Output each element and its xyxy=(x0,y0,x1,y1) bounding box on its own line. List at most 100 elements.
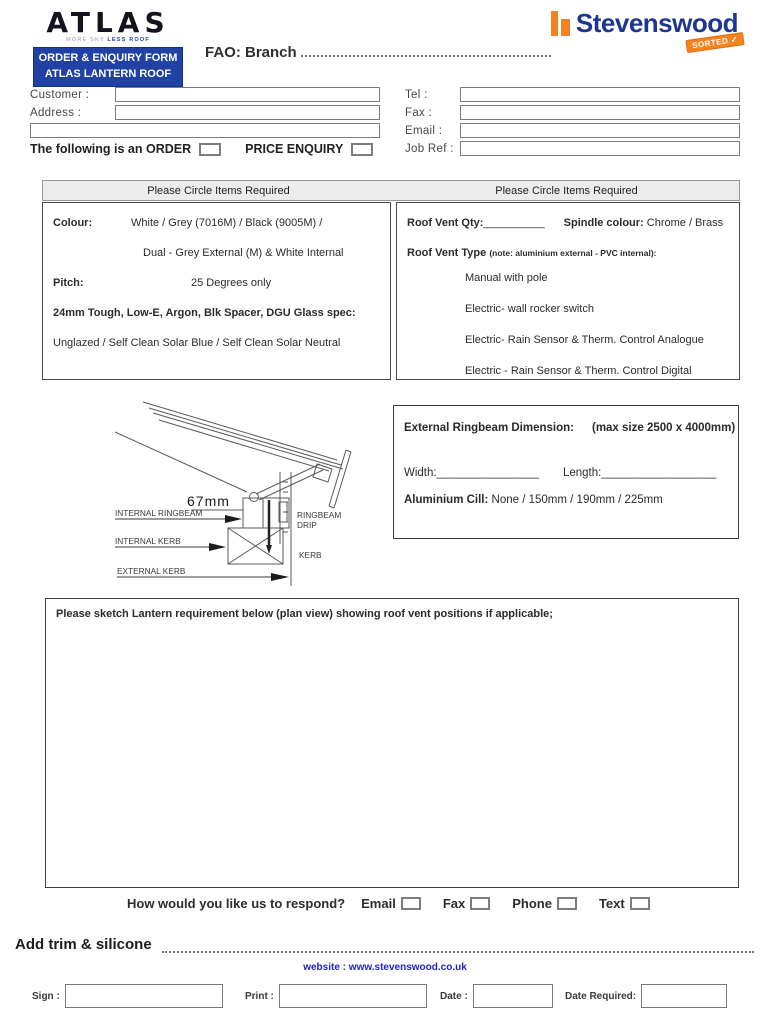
ringbeam-dimension-box: External Ringbeam Dimension: (max size 25… xyxy=(393,405,739,539)
brand-bar-icon xyxy=(550,11,558,36)
roof-vent-cell: Roof Vent Qty:__________ Spindle colour:… xyxy=(396,202,740,380)
ringbeam-cross-section-diagram: 67mm INTERNAL RINGBEAM INTERNAL KERB EXT… xyxy=(103,396,391,599)
atlas-logo: ATLAS xyxy=(46,6,170,39)
stevenswood-logo: Stevenswood SORTED ✓ xyxy=(550,8,745,53)
fax-input[interactable] xyxy=(460,105,740,120)
form-title-line1: ORDER & ENQUIRY FORM xyxy=(38,52,178,64)
address-label: Address : xyxy=(30,106,82,119)
print-input[interactable] xyxy=(278,984,427,1008)
trim-silicone-label: Add trim & silicone xyxy=(15,936,152,953)
sketch-area[interactable]: Please sketch Lantern requirement below … xyxy=(45,598,739,888)
atlas-tagline: MORE SKY LESS ROOF xyxy=(33,37,183,43)
vent-type-option[interactable]: Electric - Rain Sensor & Therm. Control … xyxy=(465,365,692,377)
brand-bar-icon xyxy=(560,19,570,36)
colour-options-cell: Colour: White / Grey (7016M) / Black (900… xyxy=(42,202,391,380)
website-link[interactable]: website : www.stevenswood.co.uk xyxy=(303,962,467,973)
price-enquiry-label: PRICE ENQUIRY xyxy=(245,142,344,156)
customer-label: Customer : xyxy=(30,88,90,101)
external-kerb-label: EXTERNAL KERB xyxy=(117,566,186,576)
vent-type-option[interactable]: Electric- Rain Sensor & Therm. Control A… xyxy=(465,334,704,346)
width-label: Width: xyxy=(404,467,437,479)
vent-type-note: (note: aluminium external - PVC internal… xyxy=(489,248,657,258)
date-label: Date : xyxy=(440,990,468,1002)
fao-dotted-line[interactable] xyxy=(300,45,551,57)
trim-dotted-line[interactable] xyxy=(161,939,754,953)
options-table-header: Please Circle Items Required Please Circ… xyxy=(42,180,740,201)
respond-text-checkbox[interactable] xyxy=(629,897,650,910)
atlas-logo-block: ATLAS MORE SKY LESS ROOF ORDER & ENQUIRY… xyxy=(33,6,183,87)
respond-email-checkbox[interactable] xyxy=(400,897,421,910)
vent-type-option[interactable]: Manual with pole xyxy=(465,272,548,284)
vent-type-label: Roof Vent Type xyxy=(407,247,490,259)
jobref-label: Job Ref : xyxy=(405,142,454,155)
fax-label: Fax : xyxy=(405,106,433,119)
right-header: Please Circle Items Required xyxy=(495,184,638,197)
email-label: Email : xyxy=(405,124,443,137)
form-title-box: ORDER & ENQUIRY FORM ATLAS LANTERN ROOF xyxy=(33,47,183,87)
email-input[interactable] xyxy=(460,123,740,138)
date-required-label: Date Required: xyxy=(565,990,637,1002)
trim-silicone-line: Add trim & silicone xyxy=(15,936,754,953)
address-line2-input[interactable] xyxy=(30,123,380,138)
order-checkbox[interactable] xyxy=(199,142,222,156)
max-size-note: (max size 2500 x 4000mm) xyxy=(591,422,736,434)
respond-fax-checkbox[interactable] xyxy=(470,897,491,910)
vent-type-option[interactable]: Electric- wall rocker switch xyxy=(465,303,594,315)
tel-label: Tel : xyxy=(405,88,428,101)
signature-row: Sign : Print : Date : Date Required: xyxy=(30,984,742,1010)
options-table: Please Circle Items Required Please Circ… xyxy=(42,180,740,380)
fao-line: FAO: Branch xyxy=(205,44,551,61)
contact-section: Customer : Address : The following is an… xyxy=(30,87,740,159)
fao-label: FAO: Branch xyxy=(205,44,297,61)
sketch-instruction: Please sketch Lantern requirement below … xyxy=(56,608,553,620)
print-label: Print : xyxy=(245,990,274,1002)
respond-line: How would you like us to respond? Email … xyxy=(127,896,672,911)
aluminium-cill-options[interactable]: None / 150mm / 190mm / 225mm xyxy=(488,494,663,506)
sign-label: Sign : xyxy=(32,990,60,1002)
tel-input[interactable] xyxy=(460,87,740,102)
respond-phone-checkbox[interactable] xyxy=(556,897,577,910)
aluminium-cill-label: Aluminium Cill: xyxy=(404,494,489,506)
pitch-label: Pitch: xyxy=(53,277,84,289)
colour-options-line2[interactable]: Dual - Grey External (M) & White Interna… xyxy=(143,247,344,259)
spindle-label: Spindle colour: xyxy=(563,217,644,229)
internal-kerb-label: INTERNAL KERB xyxy=(115,536,181,546)
jobref-input[interactable] xyxy=(460,141,740,156)
colour-options-line1[interactable]: White / Grey (7016M) / Black (9005M) / xyxy=(131,217,323,229)
respond-text-label: Text xyxy=(598,896,625,911)
vent-qty-blank[interactable]: __________ xyxy=(483,217,545,229)
vent-qty-label: Roof Vent Qty: xyxy=(407,217,484,229)
respond-question: How would you like us to respond? xyxy=(127,896,346,911)
tagline-left: MORE SKY xyxy=(66,37,108,43)
length-label: Length: xyxy=(562,467,602,479)
price-enquiry-checkbox[interactable] xyxy=(351,142,374,156)
brand-name: Stevenswood xyxy=(575,8,739,38)
respond-phone-label: Phone xyxy=(512,896,552,911)
sign-input[interactable] xyxy=(64,984,223,1008)
order-prefix-label: The following is an ORDER xyxy=(30,142,192,156)
internal-ringbeam-label: INTERNAL RINGBEAM xyxy=(115,508,202,518)
spindle-options[interactable]: Chrome / Brass xyxy=(643,217,724,229)
address-input[interactable] xyxy=(115,105,380,120)
kerb-label: KERB xyxy=(299,550,322,560)
glass-spec-options[interactable]: Unglazed / Self Clean Solar Blue / Self … xyxy=(53,337,341,349)
width-blank[interactable]: ________________ xyxy=(436,467,539,479)
colour-label: Colour: xyxy=(53,217,93,229)
date-required-input[interactable] xyxy=(641,984,728,1008)
sorted-check-icon: ✓ xyxy=(730,34,739,45)
tagline-right: LESS ROOF xyxy=(107,37,150,43)
pitch-value: 25 Degrees only xyxy=(191,277,272,289)
ringbeam-dimension-title: External Ringbeam Dimension: xyxy=(404,422,574,434)
length-blank[interactable]: __________________ xyxy=(601,467,717,479)
left-header: Please Circle Items Required xyxy=(147,184,290,197)
sorted-badge-text: SORTED xyxy=(691,36,729,51)
respond-email-label: Email xyxy=(361,896,396,911)
respond-fax-label: Fax xyxy=(442,896,466,911)
ringbeam-drip-label: RINGBEAM xyxy=(297,510,341,520)
date-input[interactable] xyxy=(472,984,553,1008)
customer-input[interactable] xyxy=(115,87,380,102)
ringbeam-drip-label2: DRIP xyxy=(297,520,317,530)
form-title-line2: ATLAS LANTERN ROOF xyxy=(44,67,172,80)
glass-spec-label: 24mm Tough, Low-E, Argon, Blk Spacer, DG… xyxy=(53,307,356,319)
